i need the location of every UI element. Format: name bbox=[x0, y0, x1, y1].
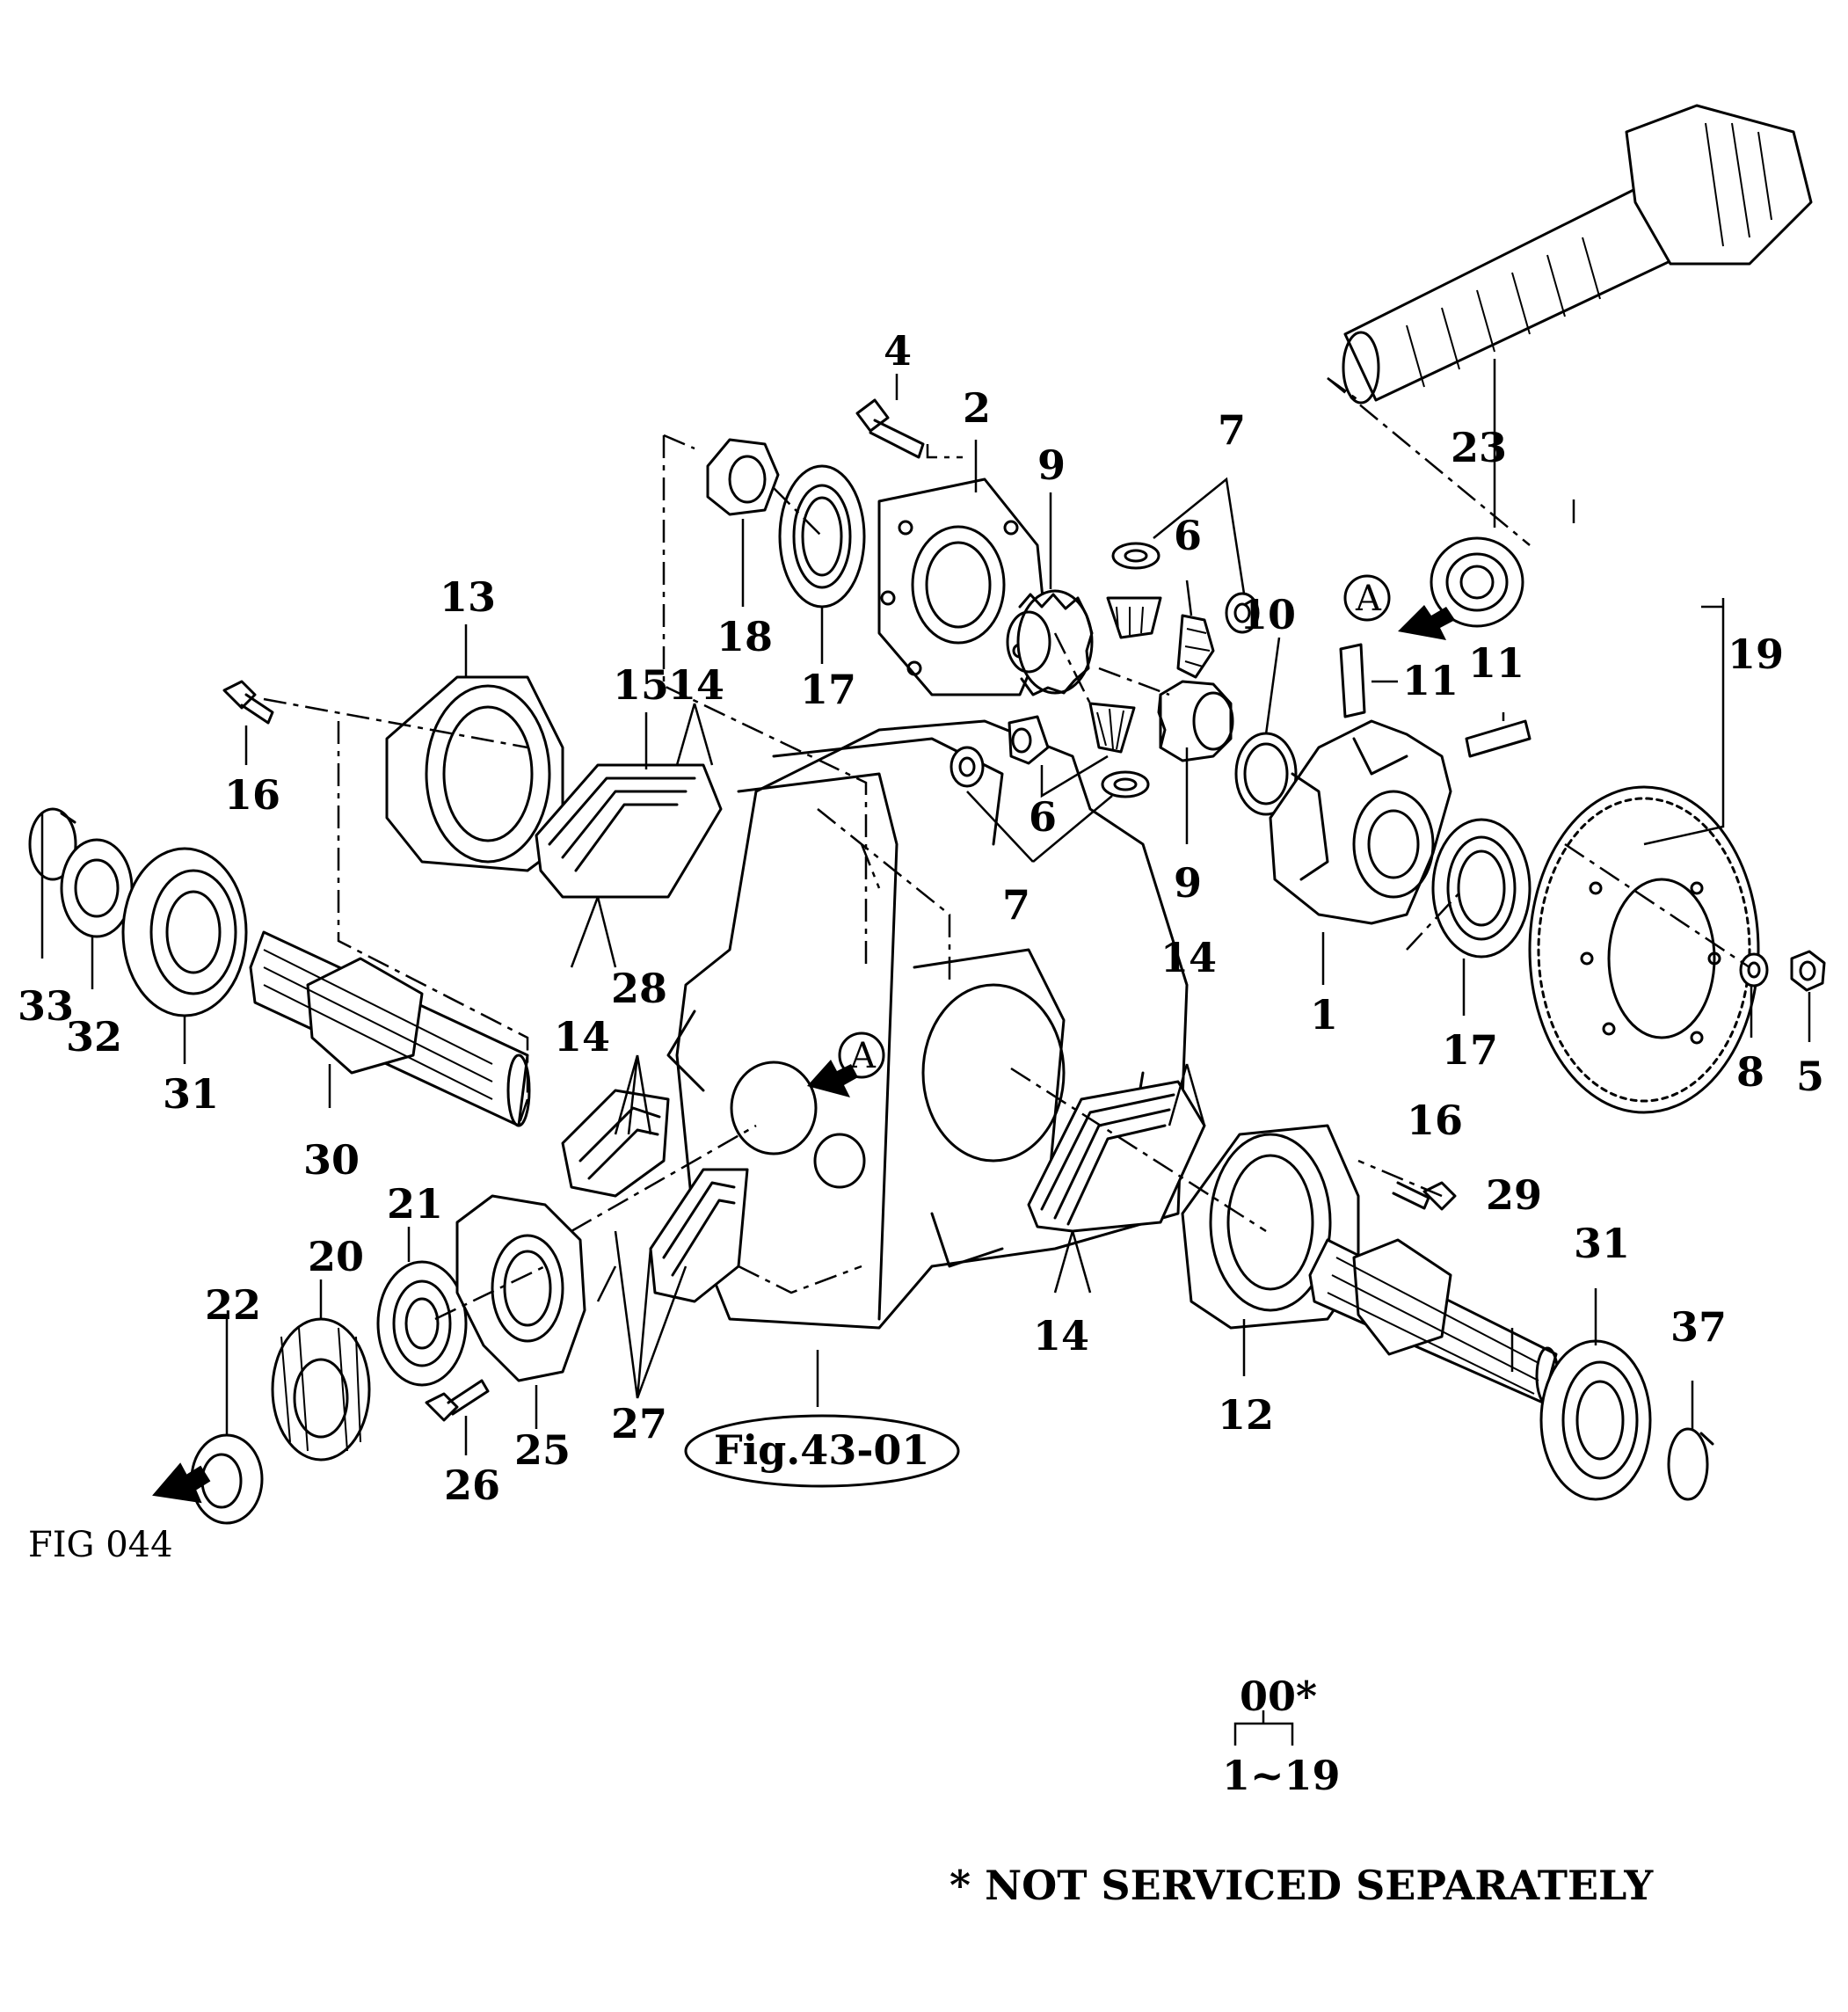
callout-15: 15 bbox=[613, 661, 669, 709]
callout-26: 26 bbox=[444, 1462, 500, 1509]
callout-32: 32 bbox=[66, 1013, 122, 1061]
callout-23: 23 bbox=[1451, 424, 1507, 471]
callout-31-right: 31 bbox=[1574, 1220, 1630, 1267]
kit-code: 00* bbox=[1240, 1673, 1317, 1720]
callout-30: 30 bbox=[303, 1136, 360, 1184]
callout-22: 22 bbox=[205, 1281, 261, 1329]
callout-33: 33 bbox=[18, 982, 74, 1030]
svg-text:A: A bbox=[1355, 579, 1382, 619]
callout-1: 1 bbox=[1310, 991, 1338, 1039]
nut-5 bbox=[1790, 950, 1826, 992]
callout-10: 10 bbox=[1240, 591, 1296, 638]
callout-14-top-right: 14 bbox=[1160, 934, 1217, 981]
callout-6-upper: 6 bbox=[1174, 512, 1202, 559]
washer-32-left bbox=[60, 838, 134, 938]
output-shaft-29 bbox=[1308, 1238, 1560, 1406]
shim-stack-27 bbox=[649, 1168, 749, 1303]
thrust-washer-7b bbox=[1225, 592, 1260, 634]
bearing-31-right bbox=[1539, 1339, 1652, 1501]
callout-6-lower: 6 bbox=[1029, 793, 1057, 841]
callout-4: 4 bbox=[884, 327, 912, 375]
bearing-23 bbox=[1430, 536, 1524, 628]
pin-11a bbox=[1339, 643, 1366, 718]
callout-16-right: 16 bbox=[1407, 1097, 1463, 1144]
svg-text:Fig.43-01: Fig.43-01 bbox=[714, 1426, 929, 1474]
kit-range: 1~19 bbox=[1222, 1752, 1341, 1799]
snap-ring-37 bbox=[1667, 1427, 1714, 1501]
fig-044-reference[interactable]: FIG 044 bbox=[28, 1525, 173, 1565]
callout-31-left: 31 bbox=[163, 1070, 219, 1118]
callout-18: 18 bbox=[717, 613, 773, 660]
callout-7-lower: 7 bbox=[1002, 881, 1030, 929]
drive-pinion-shaft-19 bbox=[1342, 104, 1813, 405]
callout-5: 5 bbox=[1796, 1053, 1824, 1100]
callout-9-upper: 9 bbox=[1037, 441, 1066, 489]
callout-28: 28 bbox=[611, 965, 667, 1012]
shim-stack-28 bbox=[561, 1089, 670, 1198]
bolt-26 bbox=[425, 1379, 490, 1422]
callout-29: 29 bbox=[1486, 1171, 1542, 1219]
callout-12: 12 bbox=[1218, 1391, 1274, 1439]
output-shaft-30 bbox=[249, 930, 531, 1127]
fig-044-arrow bbox=[152, 1462, 211, 1504]
callout-17-upper: 17 bbox=[800, 666, 856, 713]
thrust-washer-7d bbox=[1101, 770, 1150, 798]
phantom-lines bbox=[263, 376, 1750, 1321]
callout-14-top-left: 14 bbox=[668, 661, 724, 709]
callout-25: 25 bbox=[514, 1426, 571, 1474]
callout-13: 13 bbox=[440, 573, 496, 621]
bearing-21 bbox=[376, 1260, 468, 1387]
callout-37: 37 bbox=[1670, 1303, 1727, 1351]
thrust-washer-7c bbox=[949, 746, 985, 788]
callout-11-left: 11 bbox=[1402, 657, 1459, 704]
differential-case-1 bbox=[1269, 719, 1452, 925]
shim-pack-15-left bbox=[535, 763, 723, 899]
side-gear-9-bottom bbox=[1157, 680, 1234, 762]
callout-19: 19 bbox=[1728, 631, 1784, 678]
bearing-17-upper bbox=[778, 464, 866, 609]
leader-lines bbox=[40, 359, 1811, 1455]
washer-8 bbox=[1739, 952, 1769, 988]
callout-21: 21 bbox=[387, 1180, 443, 1228]
side-gear-9-top bbox=[1006, 589, 1094, 696]
bolt-16-left bbox=[222, 680, 274, 725]
ring-gear-19 bbox=[1528, 785, 1760, 1114]
pinion-gear-6c bbox=[1008, 715, 1050, 765]
bolt-4 bbox=[855, 398, 925, 459]
lock-nut-18 bbox=[706, 438, 780, 516]
bearing-housing-25 bbox=[455, 1194, 586, 1382]
view-marker-a-housing: A bbox=[807, 1032, 885, 1097]
callout-2: 2 bbox=[963, 384, 991, 432]
callout-14-bottom-left: 14 bbox=[554, 1013, 610, 1061]
footnote: * NOT SERVICED SEPARATELY bbox=[949, 1862, 1654, 1909]
gear-20 bbox=[271, 1317, 371, 1462]
callout-8: 8 bbox=[1736, 1048, 1764, 1096]
pinion-gear-6d bbox=[1088, 702, 1136, 754]
view-marker-a-top: A bbox=[1343, 574, 1455, 640]
kit-note: 00* 1~19 bbox=[1222, 1673, 1341, 1799]
pinion-gear-6b bbox=[1176, 614, 1215, 679]
transmission-housing bbox=[666, 719, 1189, 1407]
callout-16-left: 16 bbox=[224, 771, 280, 819]
callout-20: 20 bbox=[308, 1233, 364, 1280]
callout-9-lower: 9 bbox=[1174, 859, 1202, 907]
shim-pack-14-right bbox=[1027, 1080, 1206, 1233]
fig-43-01-reference[interactable]: Fig.43-01 bbox=[684, 1414, 960, 1488]
callout-27: 27 bbox=[611, 1400, 667, 1447]
thrust-washer-7a bbox=[1111, 542, 1160, 570]
pinion-gear-6a bbox=[1106, 596, 1162, 639]
bolt-16-right bbox=[1392, 1181, 1457, 1211]
callout-17-lower: 17 bbox=[1442, 1026, 1498, 1074]
snap-ring-33-left bbox=[28, 807, 77, 881]
callout-labels: 1 2 4 5 6 6 7 7 8 9 9 10 11 11 12 13 14 … bbox=[18, 327, 1824, 1509]
bearing-31-left bbox=[121, 847, 248, 1017]
callout-11-right: 11 bbox=[1468, 639, 1524, 687]
bearing-17-lower bbox=[1431, 818, 1532, 959]
pin-11b bbox=[1465, 719, 1532, 758]
callout-14-bottom-right: 14 bbox=[1033, 1312, 1089, 1360]
callout-7-upper: 7 bbox=[1218, 406, 1246, 454]
